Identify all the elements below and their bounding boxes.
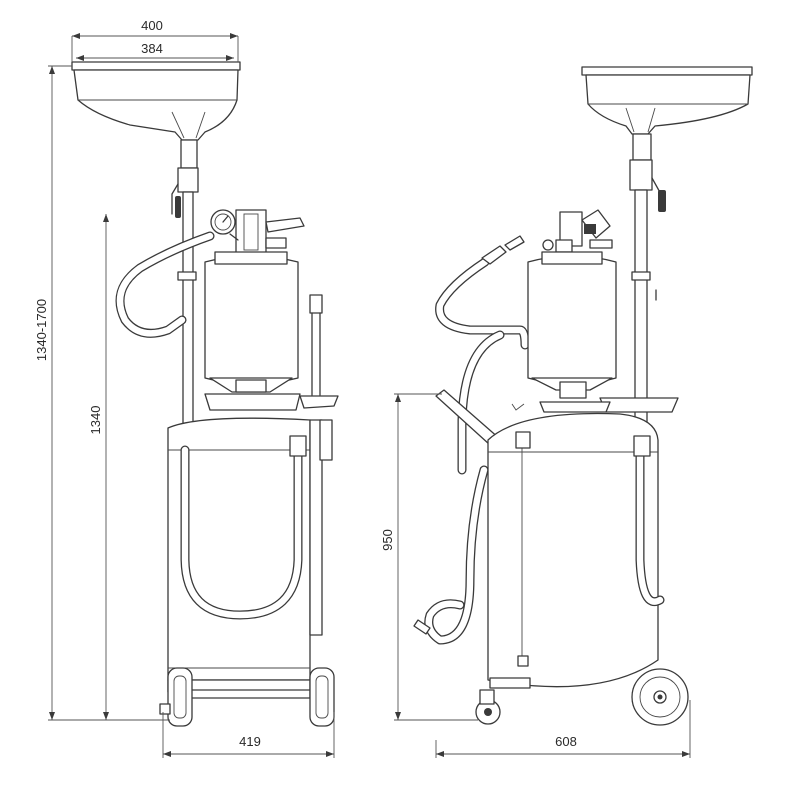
dim-label-front-width: 419 — [239, 734, 261, 749]
front-tray — [204, 393, 339, 411]
side-view — [413, 66, 753, 726]
dim-label-384: 384 — [141, 41, 163, 56]
side-wheels — [475, 668, 689, 726]
side-pre-chamber — [527, 251, 617, 399]
front-pump-head — [210, 209, 305, 255]
front-funnel — [71, 61, 241, 141]
dimension-lines — [48, 33, 691, 758]
front-u-hose — [180, 435, 307, 620]
dim-label-side-depth: 608 — [555, 734, 577, 749]
front-probe — [309, 294, 323, 396]
front-hose-left — [115, 231, 215, 338]
side-tank — [487, 412, 659, 688]
front-view — [71, 61, 339, 727]
side-hose-upper — [435, 235, 530, 350]
side-hose-lower — [413, 435, 665, 645]
dim-label-400: 400 — [141, 18, 163, 33]
dim-label-total-height: 1340-1700 — [34, 299, 49, 361]
dim-label-drain-height: 950 — [380, 529, 395, 551]
front-pre-chamber — [204, 251, 299, 393]
front-side-tube — [309, 419, 333, 636]
front-base — [159, 667, 335, 727]
front-column — [171, 139, 199, 455]
side-funnel — [581, 66, 753, 135]
side-tray — [511, 397, 679, 413]
side-pump-head — [542, 209, 613, 253]
dim-label-base-height: 1340 — [88, 406, 103, 435]
